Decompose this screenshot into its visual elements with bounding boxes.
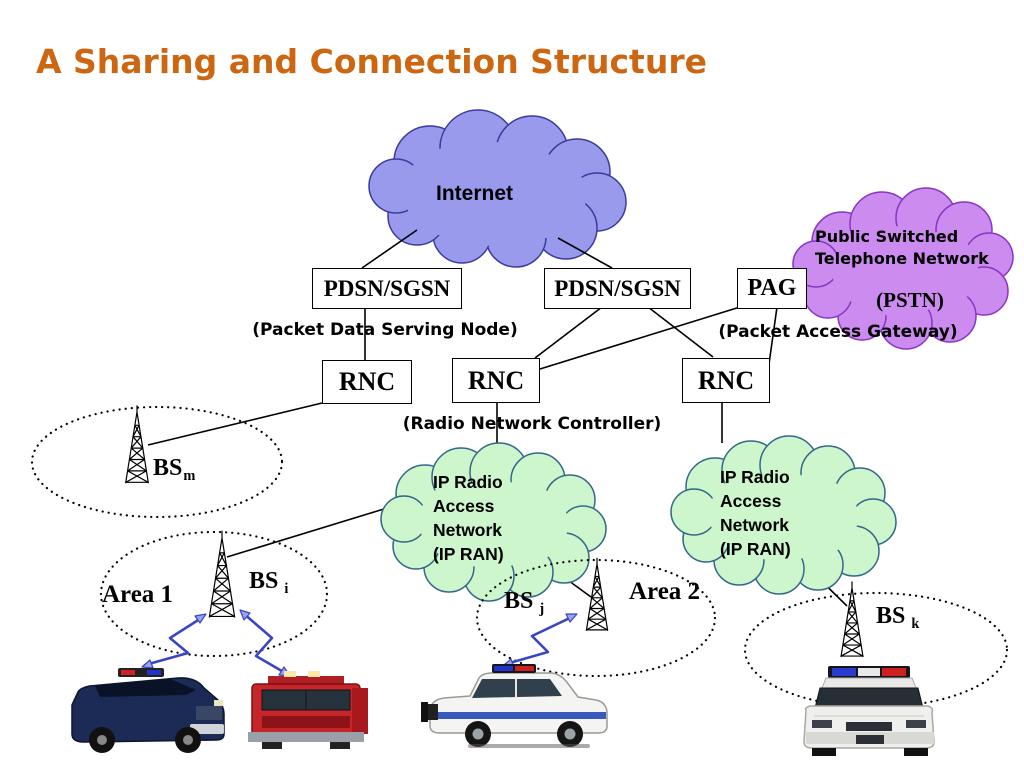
node-pag: PAG bbox=[737, 268, 807, 309]
ipran-right-line3: Network bbox=[720, 515, 790, 535]
area1-ellipse bbox=[99, 530, 329, 658]
fire-truck-image bbox=[248, 671, 368, 749]
ipran-left-line4: (IP RAN) bbox=[433, 544, 504, 564]
node-pdsn-sgsn-mid: PDSN/SGSN bbox=[544, 268, 691, 309]
ipran-left-line3: Network bbox=[433, 520, 503, 540]
wireless-link-car-bsj bbox=[504, 614, 576, 666]
ipran-right-line4: (IP RAN) bbox=[720, 539, 791, 559]
internet-cloud bbox=[368, 109, 627, 268]
bs-j-label: BS j bbox=[504, 588, 545, 617]
area1-label: Area 1 bbox=[102, 581, 174, 608]
bs-j-sub: j bbox=[539, 601, 545, 617]
bs-i-sub: i bbox=[284, 581, 289, 597]
police-car-front-image bbox=[803, 666, 935, 756]
pstn-cloud bbox=[792, 187, 1014, 350]
ipran-right-label: IP Radio Access Network (IP RAN) bbox=[720, 465, 850, 561]
radio-tower-icon-bsm bbox=[125, 404, 149, 484]
ipran-right-line2: Access bbox=[720, 491, 782, 511]
radio-tower-icon-bsi bbox=[208, 529, 236, 619]
pstn-abbr-label: (PSTN) bbox=[876, 288, 944, 312]
caption-pdsn: (Packet Data Serving Node) bbox=[252, 320, 518, 340]
watermark-text bbox=[468, 744, 590, 748]
ipran-right-line1: IP Radio bbox=[720, 467, 790, 487]
bs-j-base: BS bbox=[504, 588, 534, 614]
pstn-label: Public Switched Telephone Network bbox=[815, 226, 1015, 270]
node-pdsn-sgsn-left: PDSN/SGSN bbox=[312, 268, 462, 309]
pstn-line2: Telephone Network bbox=[815, 249, 989, 268]
bsm-cell-ellipse bbox=[30, 405, 284, 519]
ipran-left-line2: Access bbox=[433, 496, 495, 516]
caption-rnc: (Radio Network Controller) bbox=[402, 414, 662, 434]
coverage-ellipses bbox=[30, 405, 1009, 709]
bs-m-base: BS bbox=[153, 455, 183, 481]
pstn-line1: Public Switched bbox=[815, 227, 959, 246]
police-car-side-image bbox=[421, 664, 608, 748]
bs-k-base: BS bbox=[876, 603, 906, 629]
radio-tower-icon-bsk bbox=[840, 581, 864, 658]
bs-i-label: BS i bbox=[249, 568, 289, 597]
bs-k-sub: k bbox=[911, 616, 920, 632]
caption-pag: (Packet Access Gateway) bbox=[718, 322, 958, 342]
node-rnc-right: RNC bbox=[682, 358, 770, 403]
node-rnc-left: RNC bbox=[322, 360, 412, 404]
node-rnc-mid: RNC bbox=[452, 358, 540, 403]
ipran-left-line1: IP Radio bbox=[433, 472, 503, 492]
area2-ellipse bbox=[475, 558, 717, 678]
ipran-cloud-left bbox=[380, 442, 607, 602]
ipran-cloud-right bbox=[670, 435, 897, 595]
wireless-link-truck-bsi bbox=[241, 611, 289, 676]
bs-m-label: BSm bbox=[153, 455, 196, 484]
bs-k-label: BS k bbox=[876, 603, 920, 632]
bs-m-sub: m bbox=[183, 468, 196, 484]
internet-label: Internet bbox=[436, 182, 514, 205]
area2-label: Area 2 bbox=[629, 578, 701, 605]
slide-title: A Sharing and Connection Structure bbox=[36, 42, 707, 81]
police-suv-image bbox=[71, 668, 225, 753]
ipran-left-label: IP Radio Access Network (IP RAN) bbox=[433, 470, 563, 566]
wireless-link-suv-bsi bbox=[143, 615, 205, 667]
radio-tower-icon-bsj bbox=[585, 557, 609, 632]
bs-i-base: BS bbox=[249, 568, 279, 594]
